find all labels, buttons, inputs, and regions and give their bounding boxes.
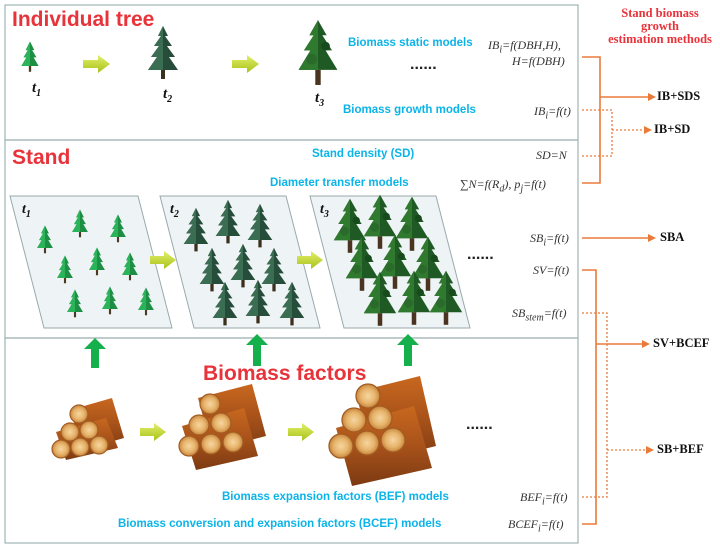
header-line-3: estimation methods (608, 32, 712, 46)
yellow-arrow-icon (83, 55, 110, 73)
bcef-models-label: Biomass conversion and expansion factors… (118, 518, 442, 530)
bracket-sv-bcef (582, 269, 597, 525)
method-arrowheads (642, 93, 656, 454)
bef-models-label: Biomass expansion factors (BEF) models (222, 491, 449, 503)
yellow-arrow-icon (140, 423, 166, 441)
method-ib-sd: IB+SD (654, 122, 691, 136)
stand-title: Stand (12, 146, 71, 169)
log-pile-medium (178, 384, 266, 470)
biomass-factors-title: Biomass factors (203, 362, 367, 385)
method-ib-sds: IB+SDS (657, 89, 701, 103)
yellow-arrow-icon (232, 55, 259, 73)
equation-sb: SBi=f(t) (530, 231, 569, 249)
equation-sb-stem: SBstem=f(t) (512, 306, 567, 324)
stand-yellow-arrows (150, 251, 323, 269)
individual-tree-row (21, 20, 338, 85)
yellow-arrow-icon (288, 423, 314, 441)
biomass-static-models-label: Biomass static models (348, 37, 473, 49)
equation-ib-growth: IBi=f(t) (534, 104, 571, 122)
biomass-factors-panel (4, 337, 579, 544)
equation-bef: BEFi=f(t) (520, 490, 568, 508)
method-sb-bef: SB+BEF (657, 442, 704, 456)
method-sv-bcef: SV+BCEF (653, 336, 710, 350)
equation-ib-static-1: IBi=f(DBH,H), (488, 38, 561, 56)
bracket-ib-sds (582, 56, 601, 184)
method-sba: SBA (660, 230, 685, 244)
bracket-ib-sd (582, 109, 613, 157)
methods-header: Stand biomass growth estimation methods (600, 7, 720, 46)
stand-time-label-2: t2 (170, 202, 179, 220)
equation-sd: SD=N (536, 148, 567, 162)
tree-t2-icon (148, 26, 178, 79)
tree-time-label-2: t2 (163, 86, 173, 105)
bracket-sb-bef (582, 312, 608, 498)
header-line-1: Stand biomass (621, 6, 699, 20)
stand-density-label: Stand density (SD) (312, 148, 415, 160)
tree-time-label-3: t3 (315, 90, 325, 109)
green-arrow-icon (246, 334, 268, 366)
individual-tree-title: Individual tree (12, 8, 155, 31)
tree-time-label-1: t1 (32, 80, 42, 99)
green-up-arrows (84, 334, 419, 368)
equation-ib-static-2: H=f(DBH) (512, 54, 565, 68)
stand-plot-t1 (9, 195, 173, 329)
log-pile-large (328, 376, 436, 486)
biomass-growth-models-label: Biomass growth models (343, 104, 476, 116)
log-pile-small (51, 398, 124, 460)
stand-ellipsis: ...... (467, 246, 494, 263)
method-brackets (582, 56, 648, 525)
stand-time-label-3: t3 (320, 202, 329, 220)
green-arrow-icon (84, 338, 106, 368)
logs-ellipsis: ...... (466, 416, 493, 433)
equation-bcef: BCEFi=f(t) (508, 517, 564, 535)
panel-frames (4, 4, 579, 544)
tree-t3-icon (298, 20, 338, 85)
tree-t1-icon (21, 41, 39, 72)
diameter-transfer-models-label: Diameter transfer models (270, 177, 409, 189)
header-line-2: growth (641, 19, 679, 33)
equation-dt: ∑N=f(Rd), pj=f(t) (460, 177, 546, 195)
equation-sv: SV=f(t) (533, 263, 570, 277)
tree-ellipsis: ...... (410, 56, 437, 73)
yellow-arrow-icon (150, 251, 176, 269)
green-arrow-icon (397, 334, 419, 366)
yellow-arrow-icon (297, 251, 323, 269)
stand-time-label-1: t1 (22, 202, 31, 220)
